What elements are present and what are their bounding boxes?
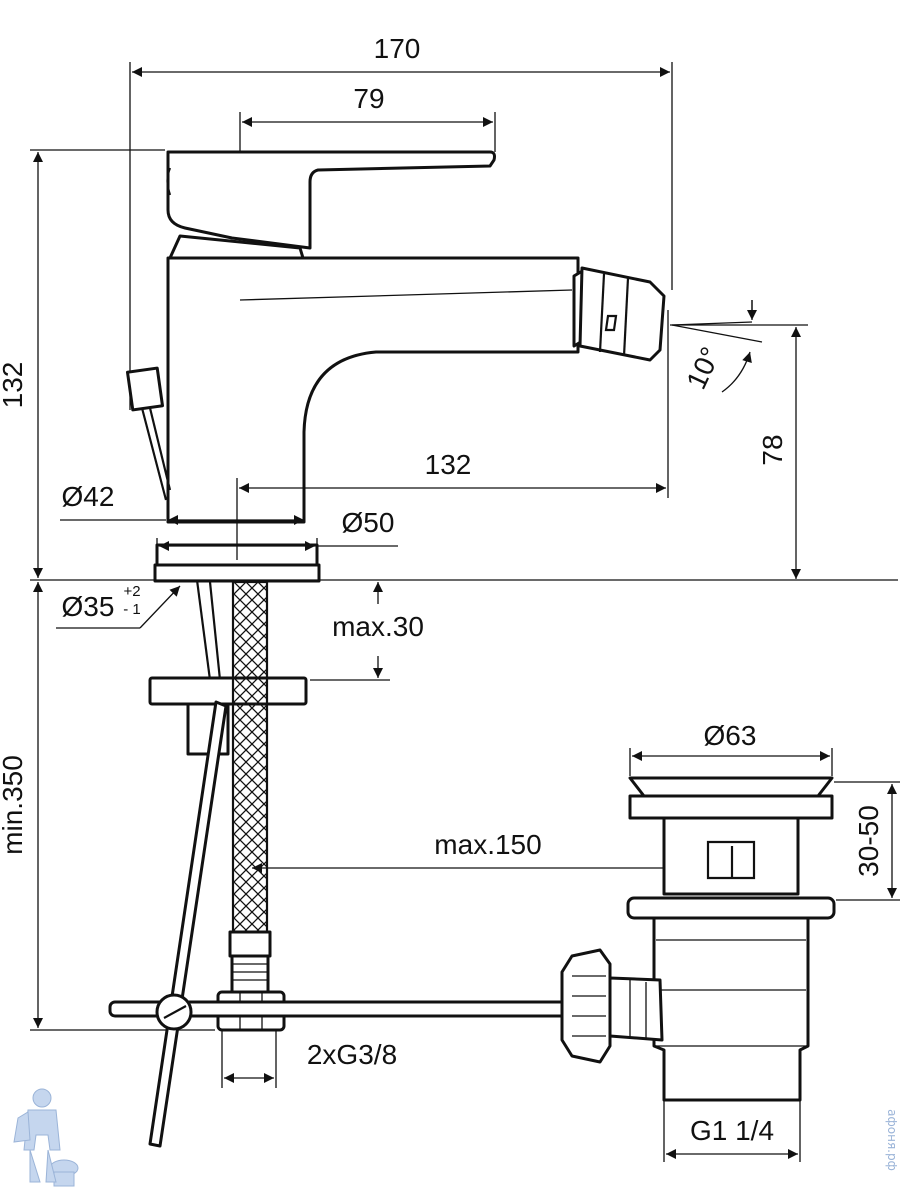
hose-thread (230, 954, 270, 994)
handle-reach-label: 79 (353, 83, 384, 114)
hole-diameter-label: Ø35 (62, 591, 115, 622)
flange-diameter-label: Ø63 (704, 720, 757, 751)
base-plate (153, 563, 321, 583)
ball-joint-sleeve (608, 976, 664, 1042)
dimension-waste-thread: G1 1/4 (663, 1100, 801, 1162)
plumber-mascot-icon (13, 1088, 79, 1187)
waste-locknut (626, 896, 836, 920)
watermark-text: афоня.рф (885, 1109, 899, 1171)
angle-label: 10° (680, 342, 726, 393)
waste-thread-label: G1 1/4 (690, 1115, 774, 1146)
hole-tolerance-minus: - 1 (123, 601, 141, 618)
braided-hose (231, 580, 269, 934)
rod-length-label: max.150 (434, 829, 541, 860)
ball-joint-nut (560, 948, 612, 1064)
popup-rod (148, 700, 228, 1148)
dimension-waste-range: 30-50 (834, 781, 900, 901)
dimension-flange-diameter: Ø63 (629, 720, 833, 776)
outlet-height-label: 78 (757, 434, 788, 465)
dimension-hose-length: min.350 (0, 582, 215, 1031)
waste-range-label: 30-50 (853, 805, 884, 877)
supply-connection-label: 2xG3/8 (307, 1039, 397, 1070)
height-label: 132 (0, 362, 28, 409)
dimension-base-diameters: Ø42 Ø50 (60, 481, 398, 551)
dimension-max-thickness: max.30 (310, 582, 424, 681)
dimension-rod-length: max.150 (252, 829, 728, 873)
waste-lower-body (652, 916, 810, 1102)
hose-crimp (228, 930, 272, 958)
dimension-height: 132 (0, 149, 165, 578)
hole-tolerance-plus: +2 (123, 583, 140, 600)
under-deck-assembly (108, 579, 572, 1148)
nozzle-head (578, 266, 666, 362)
lever-handle (166, 150, 496, 250)
overall-width-label: 170 (374, 33, 421, 64)
spout-reach-label: 132 (425, 449, 472, 480)
popup-knob (126, 366, 164, 412)
waste-flange-ring (628, 794, 834, 820)
angle-annotation: 10° (671, 300, 763, 394)
dimension-overall-width: 170 (129, 33, 673, 410)
hose-length-label: min.350 (0, 755, 28, 855)
spout-body (166, 256, 580, 524)
base-diameter-label: Ø50 (342, 507, 395, 538)
waste-assembly (560, 776, 836, 1102)
dimension-hole-diameter: Ø35 +2 - 1 (56, 583, 181, 629)
dimension-handle-reach: 79 (239, 83, 496, 152)
base-diameter-inner-label: Ø42 (62, 481, 115, 512)
dimension-supply-connection: 2xG3/8 (221, 1030, 397, 1088)
waste-flange (628, 776, 834, 798)
dimension-outlet-height: 78 (670, 324, 808, 579)
fixing-plate (148, 676, 308, 706)
max-thickness-label: max.30 (332, 611, 424, 642)
mixer-body (126, 150, 666, 583)
dimension-spout-reach: 132 (239, 310, 669, 498)
